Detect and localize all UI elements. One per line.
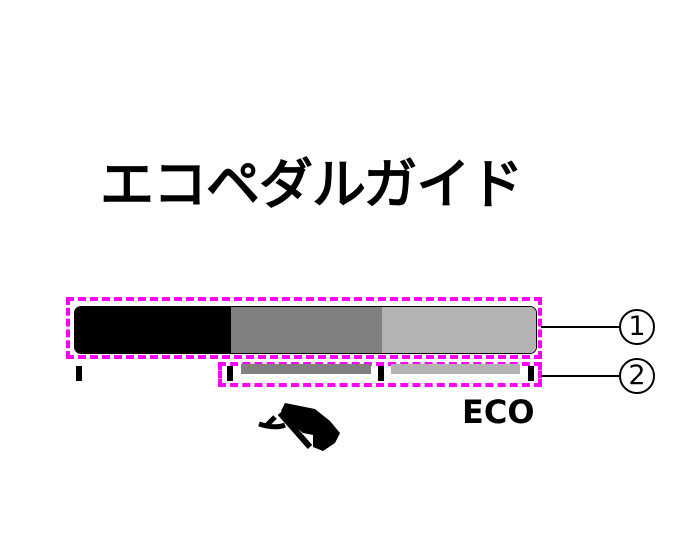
- leader-line-2: [541, 375, 619, 377]
- scale-tick: [528, 366, 534, 381]
- scale-tick: [76, 366, 82, 381]
- leader-line-1: [541, 326, 619, 328]
- highlight-box-1: [66, 297, 542, 359]
- gauge-zone-eco: [382, 307, 536, 353]
- highlight-box-2: [218, 362, 542, 387]
- gauge-zone-high: [75, 307, 231, 353]
- callout-1: 1: [619, 309, 655, 345]
- eco-label: ECO: [462, 393, 535, 431]
- gauge-zone-mid: [231, 307, 382, 353]
- scale-tick: [378, 366, 384, 381]
- eco-gauge-bar: [74, 306, 537, 354]
- foot-on-pedal-icon: [258, 403, 340, 451]
- scale-tick: [227, 366, 233, 381]
- page-title: エコペダルガイド: [100, 153, 523, 216]
- eco-range-eco: [391, 364, 520, 374]
- callout-2: 2: [619, 358, 655, 394]
- eco-range-mid: [241, 364, 371, 374]
